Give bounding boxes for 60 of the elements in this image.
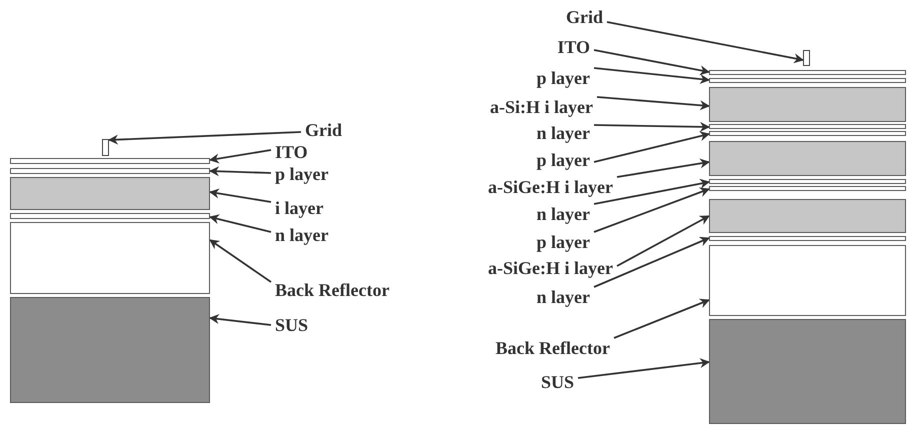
leader-arrow [614,298,710,339]
layer-bar [709,87,906,122]
layer-label: p layer [536,150,590,170]
leader-arrow [616,215,710,267]
layer-label: n layer [536,204,590,224]
leader-arrow [209,214,272,233]
leader-arrow [594,178,710,205]
layer-label: n layer [275,225,328,245]
layer-label: Back Reflector [496,338,610,358]
layer-label: i layer [275,198,324,218]
layer-bar [10,297,210,403]
layer-bar [709,124,906,129]
layer-label: Back Reflector [275,280,390,300]
layer-bar [10,168,210,174]
leader-arrow [606,21,804,64]
layer-bar [709,236,906,241]
layer-label: p layer [536,68,590,88]
leader-arrow [209,239,272,283]
layer-label: n layer [536,287,590,307]
layer-label: ITO [557,37,590,57]
leader-arrow [578,358,710,379]
layer-label: a-SiGe:H i layer [488,177,613,197]
layer-bar [709,245,906,316]
layer-bar [709,319,906,424]
layer-label: SUS [540,372,574,392]
layer-bar [10,213,210,219]
leader-arrow [594,187,710,233]
layer-bar [10,177,210,210]
layer-label: a-Si:H i layer [490,97,593,117]
leader-arrow [209,149,272,164]
layer-bar [10,222,210,294]
leader-arrow [596,96,710,110]
leader-arrow [594,131,710,163]
leader-arrow [594,67,710,84]
layer-label: Grid [305,120,342,140]
leader-arrow [209,188,272,203]
layer-bar [709,199,906,233]
layer-label: n layer [536,123,590,143]
layer-label: ITO [275,142,308,162]
layer-label: a-SiGe:H i layer [488,258,613,278]
leader-arrow [616,158,710,178]
layer-bar [709,141,906,176]
layer-bar [709,70,906,75]
layer-bar [709,78,906,83]
layer-label: SUS [275,315,308,335]
leader-arrow [594,236,710,288]
layer-bar [709,186,906,191]
layer-label: p layer [536,232,590,252]
grid-contact [102,139,109,156]
layer-bar [709,179,906,184]
layer-label: p layer [275,164,328,184]
layer-bar [709,131,906,136]
layer-bar [10,158,210,164]
leader-arrow [594,49,710,76]
leader-arrow [108,131,302,145]
leader-arrow [594,122,710,132]
layer-label: Grid [566,7,603,27]
grid-contact [803,50,810,66]
leader-arrow [209,166,272,176]
leader-arrow [209,314,272,326]
